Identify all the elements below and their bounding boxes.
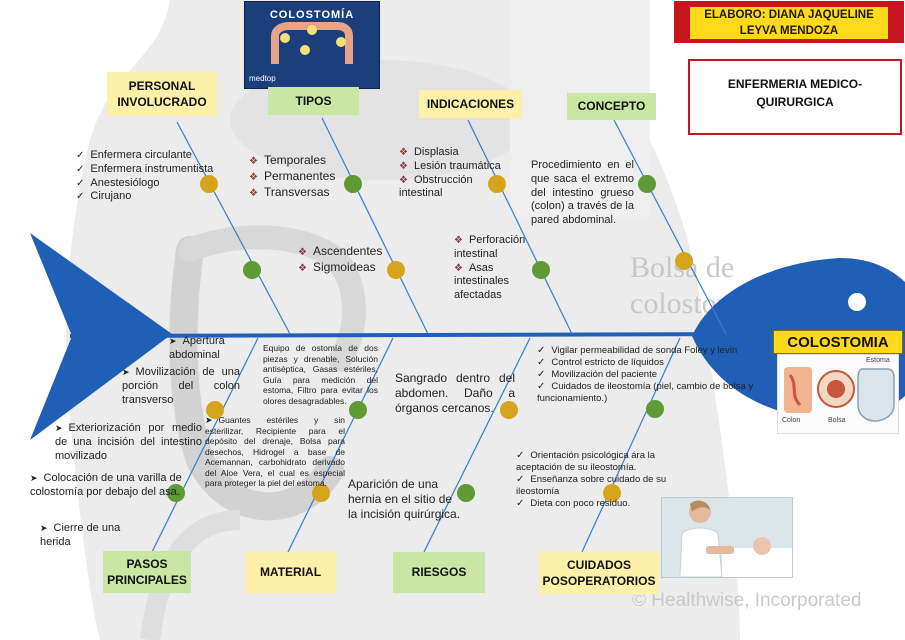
tipos-label: TIPOS (295, 93, 332, 108)
pasos-label-1: PASOS (126, 556, 168, 571)
node-personal-2 (243, 261, 261, 279)
node-tipos-1 (344, 175, 362, 193)
bone-riesgos (423, 337, 531, 553)
tipos-item: Sigmoideas (298, 260, 382, 276)
pasos-item-1: Apertura abdominal (169, 335, 239, 363)
pasos-item: Exteriorización por medio de una incisió… (55, 422, 202, 463)
tipos-item: Transversas (249, 185, 335, 201)
riesgos-text-1: Sangrado dentro del abdomen. Daño a órga… (395, 371, 515, 415)
cuidados-item: Orientación psicológica ára la aceptació… (516, 450, 678, 474)
personal-item: Enfermera circulante (76, 149, 246, 163)
tipos-list-1: Temporales Permanentes Transversas (249, 153, 335, 201)
tipos-item: Ascendentes (298, 244, 382, 260)
stoma-illustration: Colon Bolsa Estoma (777, 354, 899, 434)
node-concepto-2 (675, 252, 693, 270)
central-label: COLOSTOMIA (773, 330, 903, 354)
nurse-patient-photo (661, 497, 793, 578)
material-text-2: Guantes estériles y sin esterilizar, Rec… (205, 415, 345, 489)
personal-header: PERSONAL INVOLUCRADO (107, 72, 217, 116)
stoma-caption-1: Colon (782, 417, 801, 424)
concepto-label: CONCEPTO (577, 99, 646, 114)
indicaciones-item: Lesión traumática (399, 160, 511, 174)
bone-tipos (321, 117, 429, 335)
thumbnail-title: COLOSTOMÍA (269, 9, 355, 21)
bone-concepto (613, 119, 727, 335)
course-box: ENFERMERIA MEDICO- QUIRURGICA (688, 59, 902, 135)
cuidados-item: Movilización del paciente (537, 369, 765, 381)
cuidados-item: Vigilar permeabilidad de sonda Foley y l… (537, 345, 765, 357)
personal-item: Cirujano (76, 190, 246, 204)
node-riesgos-2 (457, 484, 475, 502)
indicaciones-list-1: Displasia Lesión traumática Obstrucción … (399, 146, 511, 201)
tipos-header: TIPOS (268, 87, 359, 115)
cuidados-item: Control estricto de líquidos (537, 357, 765, 369)
cuidados-label-2: POSOPERATORIOS (542, 574, 656, 588)
indicaciones-header: INDICACIONES (419, 90, 522, 118)
copyright-text: © Healthwise, Incorporated (632, 590, 862, 611)
riesgos-label: RIESGOS (411, 565, 467, 580)
node-concepto-1 (638, 175, 656, 193)
pasos-item: Colocación de una varilla de colostomía … (30, 472, 182, 500)
material-header: MATERIAL (245, 552, 336, 593)
concepto-header: CONCEPTO (567, 93, 656, 120)
indicaciones-item: Displasia (399, 146, 511, 160)
tipos-item: Permanentes (249, 169, 335, 185)
cuidados-list-2: Orientación psicológica ára la aceptació… (516, 450, 678, 510)
fish-eye (848, 293, 866, 311)
central-label-text: COLOSTOMIA (787, 333, 889, 351)
riesgos-text-2: Aparición de una hernia en el sitio de l… (348, 477, 461, 521)
personal-label-1: PERSONAL (128, 78, 196, 93)
personal-item: Anestesiólogo (76, 177, 246, 191)
cuidados-list-1: Vigilar permeabilidad de sonda Foley y l… (537, 345, 765, 405)
personal-label-2: INVOLUCRADO (117, 95, 207, 109)
cuidados-header: CUIDADOS POSOPERATORIOS (539, 552, 659, 594)
node-tipos-2 (387, 261, 405, 279)
nurse-photo-drawing (662, 498, 792, 577)
indicaciones-label: INDICACIONES (426, 96, 515, 111)
node-indicaciones-2 (532, 261, 550, 279)
colon-icon (271, 22, 353, 64)
colostomy-thumbnail: COLOSTOMÍA medtop (244, 1, 380, 89)
pasos-label-2: PRINCIPALES (107, 573, 187, 587)
concepto-text: Procedimiento en el que saca el extremo … (531, 159, 634, 226)
material-item: Guantes estériles y sin esterilizar, Rec… (205, 415, 345, 489)
tipos-list-2: Ascendentes Sigmoideas (298, 244, 382, 276)
personal-item: Enfermera instrumentista (76, 163, 246, 177)
pasos-item-4: Colocación de una varilla de colostomía … (30, 472, 182, 500)
material-text-1: Equipo de ostomía de dos piezas y drenab… (263, 343, 378, 406)
cuidados-label-1: CUIDADOS (566, 557, 631, 572)
stoma-caption-3: Estoma (866, 357, 890, 364)
node-material-1 (349, 401, 367, 419)
cuidados-item: Dieta con poco residuo. (516, 498, 678, 510)
indicaciones-item: Perforación intestinal (454, 234, 534, 262)
author-banner: ELABORO: DIANA JAQUELINE LEYVA MENDOZA (674, 1, 904, 43)
tipos-item: Temporales (249, 153, 335, 169)
node-material-2 (312, 484, 330, 502)
author-line-1: ELABORO: DIANA JAQUELINE (704, 9, 874, 21)
pasos-item-3: Exteriorización por medio de una incisió… (55, 422, 202, 463)
stoma-drawing (784, 367, 895, 422)
indicaciones-item: Obstrucción intestinal (399, 174, 511, 202)
author-inner: ELABORO: DIANA JAQUELINE LEYVA MENDOZA (690, 7, 888, 39)
pasos-item: Apertura abdominal (169, 335, 239, 363)
author-line-2: LEYVA MENDOZA (739, 25, 839, 37)
pasos-item: Cierre de una herida (40, 522, 130, 550)
pasos-item-2: Movilización de una porción del colon tr… (122, 366, 240, 407)
cuidados-item: Cuidados de ileostomía (piel, cambio de … (537, 381, 765, 405)
riesgos-header: RIESGOS (393, 552, 485, 593)
indicaciones-item: Asas intestinales afectadas (454, 262, 534, 303)
stoma-caption-2: Bolsa (828, 417, 846, 424)
node-riesgos-1 (500, 401, 518, 419)
course-line-1: ENFERMERIA MEDICO- (727, 77, 863, 91)
cuidados-item: Enseñanza sobre cuidado de su ileostomía (516, 474, 678, 498)
indicaciones-list-2: Perforación intestinal Asas intestinales… (454, 234, 534, 303)
pasos-item-5: Cierre de una herida (40, 522, 130, 550)
material-label: MATERIAL (259, 565, 322, 580)
pasos-header: PASOS PRINCIPALES (103, 551, 191, 593)
course-line-2: QUIRURGICA (756, 95, 834, 109)
thumbnail-brand: medtop (249, 74, 276, 83)
pasos-item: Movilización de una porción del colon tr… (122, 366, 240, 407)
personal-list: Enfermera circulante Enfermera instrumen… (76, 149, 246, 204)
